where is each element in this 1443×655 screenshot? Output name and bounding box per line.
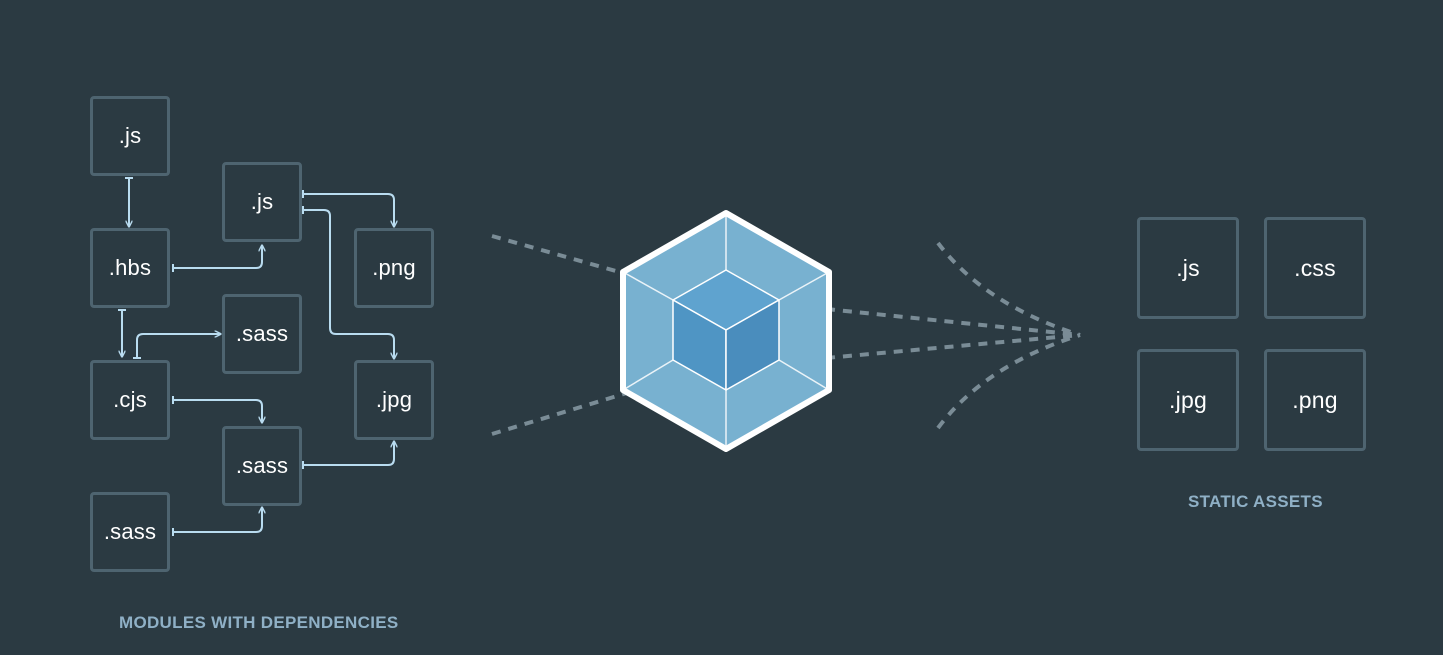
asset-png: .png — [1264, 349, 1366, 451]
modules-caption: MODULES WITH DEPENDENCIES — [119, 613, 399, 632]
asset-css: .css — [1264, 217, 1366, 319]
module-js: .js — [222, 162, 302, 242]
module-png: .png — [354, 228, 434, 308]
input-line-bottom — [491, 390, 631, 436]
output-line-4 — [936, 333, 1081, 430]
dependency-arrows — [118, 177, 394, 536]
dependency-arrow — [173, 246, 262, 269]
output-line-1 — [936, 241, 1081, 337]
module-sass-1: .sass — [222, 294, 302, 374]
module-cjs: .cjs — [90, 360, 170, 440]
module-js-entry: .js — [90, 96, 170, 176]
dependency-arrow — [136, 334, 220, 358]
dependency-arrow — [303, 209, 394, 358]
output-line-2 — [825, 307, 1081, 337]
module-jpg: .jpg — [354, 360, 434, 440]
dependency-arrow — [173, 508, 262, 533]
asset-jpg: .jpg — [1137, 349, 1239, 451]
output-line-3 — [825, 333, 1081, 360]
dependency-arrow — [173, 399, 262, 422]
module-hbs: .hbs — [90, 228, 170, 308]
module-sass-2: .sass — [222, 426, 302, 506]
dependency-arrow — [303, 193, 394, 226]
input-line-top — [491, 234, 631, 277]
module-sass-3: .sass — [90, 492, 170, 572]
webpack-cube-icon — [620, 210, 832, 452]
assets-caption: STATIC ASSETS — [1188, 492, 1323, 511]
dependency-arrow — [303, 442, 394, 466]
asset-js: .js — [1137, 217, 1239, 319]
output-lines — [825, 241, 1081, 430]
input-lines — [491, 234, 631, 436]
